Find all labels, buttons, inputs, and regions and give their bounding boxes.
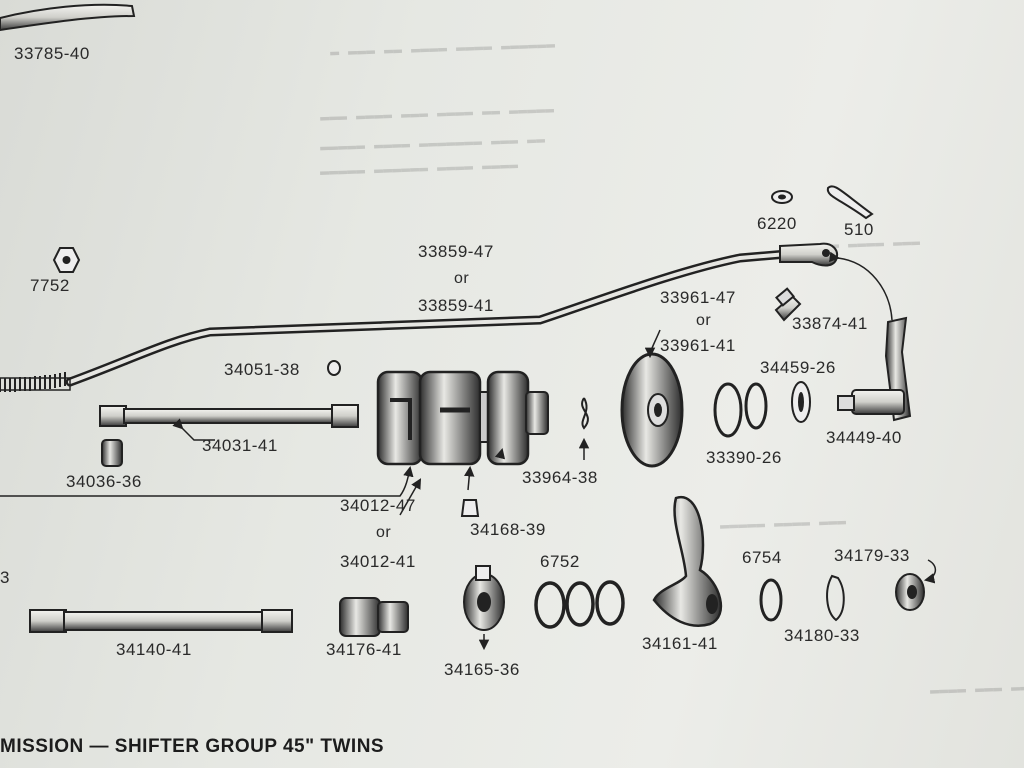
label-6220: 6220	[757, 214, 797, 233]
washers-33390-26	[713, 381, 811, 438]
label-34179-33: 34179-33	[834, 546, 910, 565]
label-34036-36: 34036-36	[66, 472, 142, 491]
label-34012-or: or	[376, 524, 392, 541]
lever-33785-40	[0, 3, 136, 32]
figure-caption: MISSION — SHIFTER GROUP 45" TWINS	[0, 736, 385, 757]
label-33859-41: 33859-41	[418, 296, 494, 315]
label-33859-47: 33859-47	[418, 242, 494, 261]
label-33785-40: 33785-40	[14, 44, 90, 63]
pin-34168-39	[460, 499, 480, 517]
gear-33961	[620, 329, 684, 468]
label-33964-38: 33964-38	[522, 468, 598, 487]
shifter-fork-34161-41	[652, 495, 722, 627]
washer-6220	[771, 190, 793, 204]
sleeve-34176-41	[339, 597, 409, 637]
label-33961-47: 33961-47	[660, 288, 736, 307]
label-6752: 6752	[540, 552, 580, 571]
spring-clip-33964-38	[578, 397, 590, 460]
nut-34051-38	[327, 360, 341, 376]
label-34140-41: 34140-41	[116, 640, 192, 659]
label-34031-41: 34031-41	[202, 436, 278, 455]
label-33859-or: or	[454, 270, 470, 287]
shaft-34031-41	[99, 404, 359, 441]
label-7752: 7752	[30, 276, 70, 295]
bolt-33874-41	[774, 287, 802, 322]
shifter-rod-33859	[0, 242, 838, 392]
label-34180-33: 34180-33	[784, 626, 860, 645]
label-34449-40: 34449-40	[826, 428, 902, 447]
label-34012-47: 34012-47	[340, 496, 416, 515]
spacer-34036-36	[101, 439, 123, 467]
label-34165-36: 34165-36	[444, 660, 520, 679]
clip-34180-33	[826, 574, 845, 622]
rings-6752	[534, 580, 625, 629]
nut-7752	[52, 247, 81, 273]
cap-34179-33	[895, 559, 937, 611]
label-33961-or: or	[696, 312, 712, 329]
label-34051-38: 34051-38	[224, 360, 300, 379]
label-34168-39: 34168-39	[470, 520, 546, 539]
lever-34449-40	[837, 316, 912, 422]
label-33390-26: 33390-26	[706, 448, 782, 467]
label-34459-26: 34459-26	[760, 358, 836, 377]
label-33961-41: 33961-41	[660, 336, 736, 355]
label-6754: 6754	[742, 548, 782, 567]
shifter-drum-34012	[376, 370, 549, 466]
label-510: 510	[844, 220, 874, 239]
label-34012-41: 34012-41	[340, 552, 416, 571]
ring-6754	[759, 578, 783, 622]
label-33874-41: 33874-41	[792, 314, 868, 333]
label-34176-41: 34176-41	[326, 640, 402, 659]
label-34161-41: 34161-41	[642, 634, 718, 653]
label-3: 3	[0, 568, 10, 587]
cotter-pin-510	[826, 185, 874, 220]
collar-34165-36	[463, 565, 505, 651]
shaft-34140-41	[29, 609, 293, 633]
